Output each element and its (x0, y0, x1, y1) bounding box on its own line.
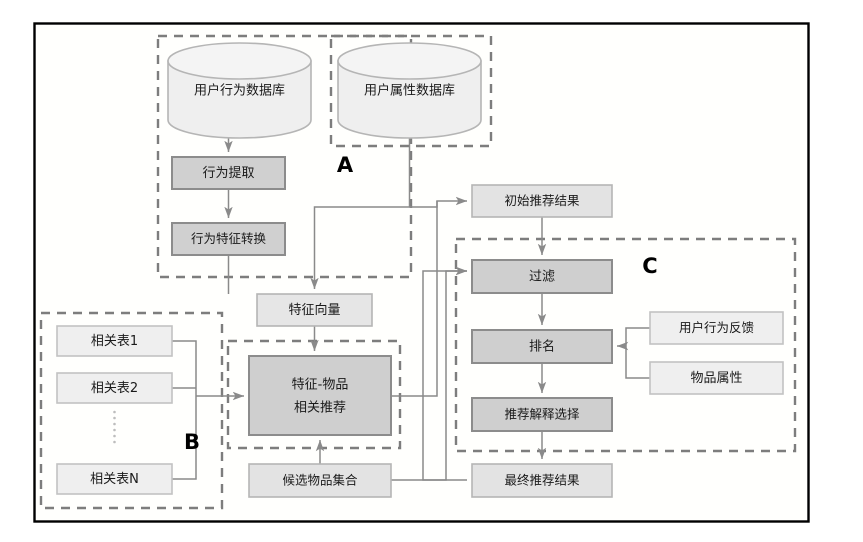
node-initial-recommend-result[interactable]: 初始推荐结果 (471, 184, 613, 218)
cylinder-user-attribute-db: 用户属性数据库 (337, 42, 482, 139)
node-filter[interactable]: 过滤 (471, 259, 613, 294)
edge-recommend-to-initialresult (391, 201, 438, 397)
edge-itemattr-bus (625, 346, 650, 379)
edge-finalresult-feedback-loop (422, 266, 468, 481)
node-related-table-2[interactable]: 相关表2 (56, 372, 173, 404)
edge-feedback-bus (625, 327, 650, 346)
group-box-a-extension (329, 34, 493, 148)
group-label-b: B (184, 430, 200, 454)
node-recommend-explanation-selection[interactable]: 推荐解释选择 (471, 397, 613, 432)
node-behavior-feature-transform[interactable]: 行为特征转换 (171, 222, 286, 256)
group-box-c (454, 237, 797, 453)
vertical-ellipsis-icon (113, 410, 116, 444)
node-feature-item-recommend[interactable]: 特征-物品 相关推荐 (248, 355, 392, 436)
cylinder-user-behavior-db: 用户行为数据库 (167, 42, 312, 139)
node-related-table-n[interactable]: 相关表N (56, 463, 173, 495)
edge-table1-bus (172, 340, 197, 396)
group-label-c: C (642, 254, 657, 278)
group-label-a: A (337, 153, 354, 177)
group-box-a (156, 34, 413, 279)
node-item-attribute[interactable]: 物品属性 (649, 361, 784, 395)
edge-attrdb-to-featurevector (310, 137, 411, 290)
node-final-recommend-result[interactable]: 最终推荐结果 (471, 463, 613, 498)
node-related-table-1[interactable]: 相关表1 (56, 325, 173, 357)
node-user-behavior-feedback[interactable]: 用户行为反馈 (649, 311, 784, 345)
node-behavior-extraction[interactable]: 行为提取 (171, 156, 286, 190)
edge-tablen-bus (172, 396, 197, 480)
node-candidate-item-set[interactable]: 候选物品集合 (248, 463, 392, 498)
node-feature-vector[interactable]: 特征向量 (256, 293, 373, 327)
group-box-b (39, 311, 224, 510)
node-ranking[interactable]: 排名 (471, 329, 613, 364)
connectors (172, 137, 650, 481)
